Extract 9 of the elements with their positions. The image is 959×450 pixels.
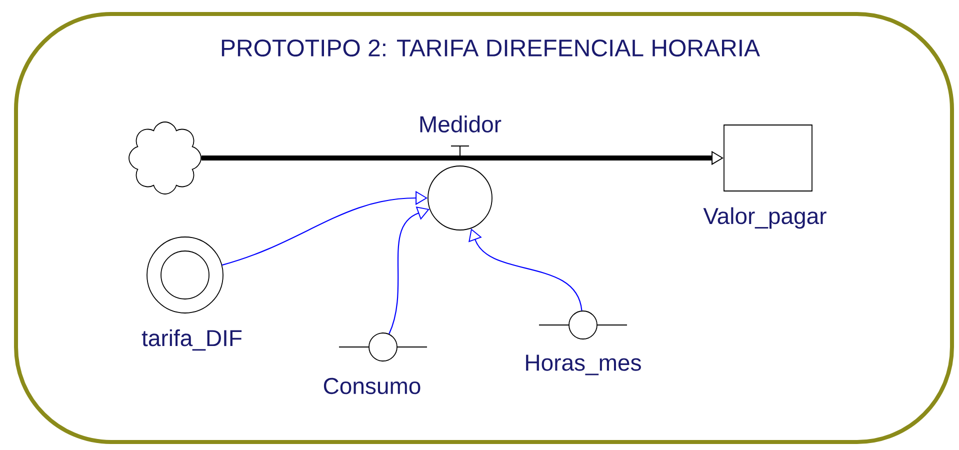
frame-heading: PROTOTIPO 2: TARIFA DIREFENCIAL HORARIA: [222, 40, 760, 56]
variable-label: tarifa_DIF: [142, 329, 242, 351]
link-arrow: [468, 228, 582, 311]
variable-label: Consumo: [324, 378, 420, 394]
variable-label: Horas_mes: [526, 354, 641, 376]
variable-label: Medidor: [420, 116, 502, 132]
link-arrow: [388, 206, 430, 334]
source-cloud: [128, 122, 202, 194]
variable-label: Valor_pagar: [703, 207, 826, 229]
